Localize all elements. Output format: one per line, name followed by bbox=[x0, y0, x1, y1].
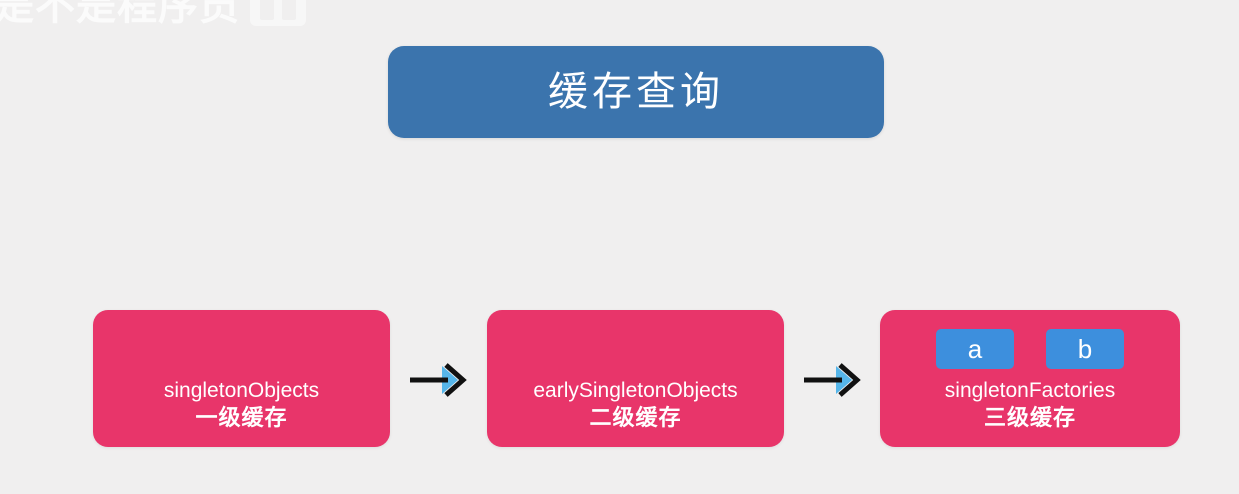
cache-box-level-1: singletonObjects 一级缓存 bbox=[93, 310, 390, 447]
title-box: 缓存查询 bbox=[388, 46, 884, 138]
cache-box-level: 二级缓存 bbox=[589, 405, 682, 431]
cache-box-level-2: earlySingletonObjects 二级缓存 bbox=[487, 310, 784, 447]
cache-box-level-3: a b singletonFactories 三级缓存 bbox=[880, 310, 1180, 447]
watermark: 是不是程序员 bbox=[0, 0, 306, 26]
watermark-logo-icon bbox=[250, 0, 306, 26]
cache-box-name: earlySingletonObjects bbox=[533, 379, 738, 403]
factory-chip-row: a b bbox=[880, 329, 1180, 369]
page-title: 缓存查询 bbox=[548, 70, 724, 114]
cache-box-name: singletonFactories bbox=[944, 379, 1116, 403]
cache-box-level: 三级缓存 bbox=[983, 405, 1076, 431]
arrow-right-icon bbox=[802, 361, 864, 399]
factory-chip-b[interactable]: b bbox=[1046, 329, 1124, 369]
cache-box-level: 一级缓存 bbox=[195, 405, 288, 431]
watermark-text: 是不是程序员 bbox=[0, 0, 240, 28]
cache-box-name: singletonObjects bbox=[163, 379, 320, 403]
factory-chip-a[interactable]: a bbox=[936, 329, 1014, 369]
arrow-right-icon bbox=[408, 361, 470, 399]
